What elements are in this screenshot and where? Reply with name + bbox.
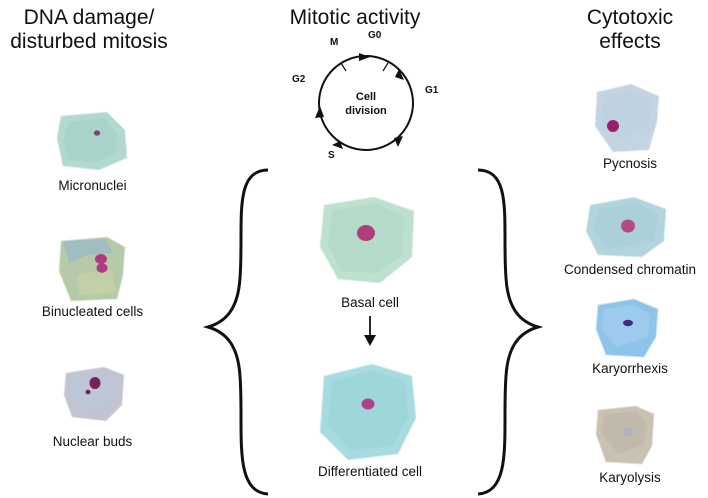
phase-label-g1: G1: [425, 85, 439, 96]
tick-m: [340, 62, 347, 72]
pycnosis-cell-image: [594, 83, 660, 153]
basal-cell-image: [319, 196, 415, 284]
heading-dna-damage-line1: DNA damage/: [23, 6, 155, 29]
cycle-center-label-line2: division: [345, 105, 387, 117]
differentiation-arrow-head: [364, 335, 376, 346]
arrow-head-right: [395, 69, 404, 80]
label-karyorrhexis: Karyorrhexis: [592, 361, 668, 376]
label-micronuclei: Micronuclei: [58, 178, 127, 193]
left-curly-brace: [202, 168, 269, 496]
label-differentiated-cell: Differentiated cell: [317, 464, 423, 479]
tick-g0: [382, 62, 389, 72]
heading-cytotoxic-line2: effects: [599, 30, 661, 53]
right-curly-brace: [477, 168, 544, 496]
label-basal-cell: Basal cell: [341, 295, 399, 310]
label-pycnosis: Pycnosis: [602, 156, 658, 171]
heading-cytotoxic-line1: Cytotoxic: [586, 6, 674, 29]
label-nuclear-buds: Nuclear buds: [52, 434, 133, 449]
arrow-head-left: [315, 106, 324, 118]
label-condensed-chromatin: Condensed chromatin: [563, 262, 697, 277]
micronuclei-cell-image: [56, 111, 128, 171]
phase-label-s: S: [328, 150, 335, 161]
phase-label-g2: G2: [292, 74, 306, 85]
arrow-head-bottom-right: [394, 136, 403, 147]
karyolysis-cell-image: [595, 405, 655, 465]
heading-mitotic-activity: Mitotic activity: [289, 6, 421, 29]
label-karyolysis: Karyolysis: [599, 470, 661, 485]
binucleated-cell-image: [58, 236, 126, 302]
differentiated-cell-image: [319, 363, 417, 461]
cycle-center-label-line1: Cell: [355, 91, 377, 103]
arrow-head-bottom-left: [332, 141, 343, 149]
nuclear-buds-cell-image: [63, 366, 125, 422]
karyorrhexis-cell-image: [595, 298, 659, 358]
heading-dna-damage-line2: disturbed mitosis: [10, 30, 168, 53]
phase-label-m: M: [330, 37, 339, 48]
condensed-chromatin-cell-image: [585, 196, 667, 258]
phase-label-g0: G0: [368, 30, 382, 41]
label-binucleated-cells: Binucleated cells: [41, 304, 144, 319]
arrow-head-top: [359, 53, 370, 61]
